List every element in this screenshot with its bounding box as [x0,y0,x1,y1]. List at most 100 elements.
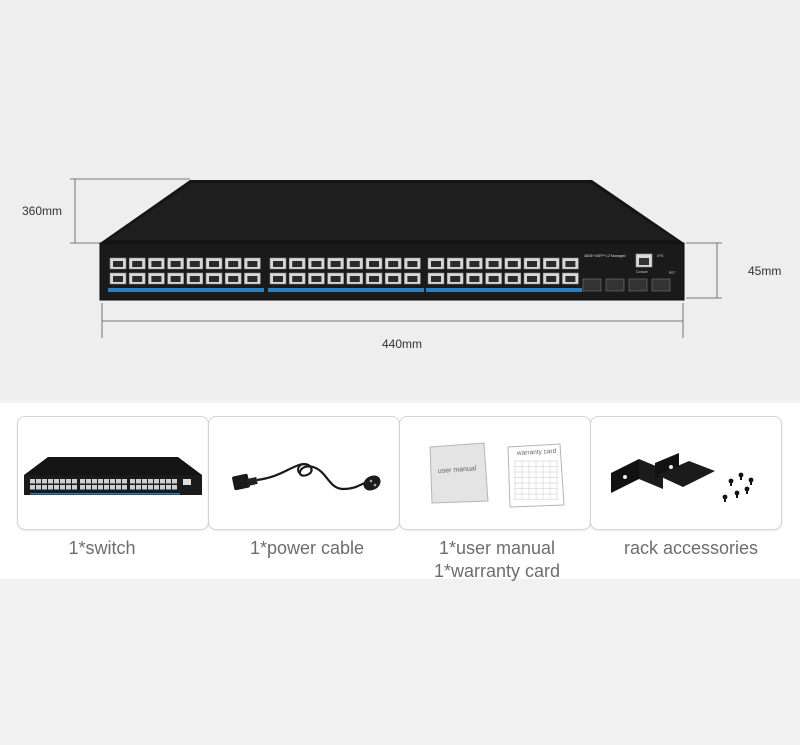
manual-cover-text: user manual [438,465,477,475]
mini-rj45-port [42,485,47,490]
mini-rj45-port [116,485,121,490]
rj45-port-opening [488,276,499,282]
mini-rj45-port [122,479,127,484]
mini-rj45-port [98,485,103,490]
rj45-port-opening [546,261,557,267]
rj45-port-opening [247,276,258,282]
rj45-port-opening [388,261,399,267]
mini-rj45-port [130,479,135,484]
rj45-port-opening [369,276,379,282]
mini-rj45-port [160,485,165,490]
mini-rj45-port [172,485,177,490]
mini-rj45-port [110,479,115,484]
switch-thumbnail [24,457,202,495]
mini-rj45-port [110,485,115,490]
port-group-stripe [268,288,424,292]
mini-rj45-port [130,485,135,490]
mini-rj45-port [60,479,65,484]
panel-rst-label: RST [669,271,675,275]
port-group-stripe [108,288,264,292]
mini-rj45-port [142,479,147,484]
rj45-port-opening [469,276,480,282]
mini-rj45-port [30,485,35,490]
mini-rj45-port [36,479,41,484]
dimension-lines [70,178,722,338]
mini-rj45-port [160,479,165,484]
port-group-stripe [426,288,582,292]
rj45-port-opening [311,276,322,282]
height-dimension-label: 45mm [748,264,782,278]
mini-rj45-port [36,485,41,490]
rj45-port-array [108,257,582,292]
mini-rj45-port [66,479,71,484]
rj45-port-opening [565,261,576,267]
mini-rj45-port [104,485,109,490]
rj45-port-opening [330,261,341,267]
mini-rj45-port [80,479,85,484]
mini-rj45-port [54,479,59,484]
mini-rj45-port [166,479,171,484]
mini-rj45-port [148,485,153,490]
manual-warranty-card: user manual warranty card [399,416,591,530]
mini-rj45-port [66,485,71,490]
rj45-port-opening [527,261,537,267]
power-cable-image [232,463,381,491]
mini-rj45-port [142,485,147,490]
switch-item-card [17,416,209,530]
mini-rj45-port [154,485,159,490]
mini-rj45-port [172,479,177,484]
power-cable-caption: 1*power cable [249,538,365,558]
rj45-port-opening [488,261,499,267]
power-cable-card [208,416,400,530]
mini-rj45-port [92,479,97,484]
rj45-port-opening [113,276,123,282]
rj45-port-opening [565,276,576,282]
rj45-port-opening [469,261,480,267]
rj45-port-opening [450,276,461,282]
mini-rj45-port [60,485,65,490]
mini-rj45-port [48,479,53,484]
mini-rj45-port [72,479,77,484]
mini-rj45-port [86,485,91,490]
mini-rj45-port [148,479,153,484]
rj45-port-opening [273,276,283,282]
mini-rj45-port [86,479,91,484]
mini-rj45-port [72,485,77,490]
mini-rj45-port [154,479,159,484]
user-manual-caption: 1*user manual [438,538,556,558]
rj45-port-opening [450,261,461,267]
rj45-port-opening [228,276,239,282]
lower-background [0,579,800,745]
rj45-port-opening [311,261,322,267]
rj45-port-opening [170,276,181,282]
documents-image: user manual warranty card [429,442,565,508]
rj45-port-opening [388,276,399,282]
rj45-port-opening [170,261,181,267]
rj45-port-opening [407,276,418,282]
switch-front-view: 48GE+4SFP+ L2 Managed Console SYS RST [70,178,722,338]
warranty-cover-text: warranty card [516,448,557,457]
rack-ears-image [611,453,754,502]
rj45-port-opening [228,261,239,267]
mini-rj45-port [98,479,103,484]
rj45-port-opening [407,261,418,267]
rj45-port-opening [247,261,258,267]
rack-accessories-caption: rack accessories [623,538,759,558]
rj45-port-opening [151,276,162,282]
rj45-port-opening [132,276,143,282]
rj45-port-opening [527,276,537,282]
depth-dimension-label: 360mm [22,204,63,218]
rj45-port-opening [369,261,379,267]
rj45-port-opening [507,261,518,267]
mini-rj45-port [30,479,35,484]
panel-console-label: Console [636,270,648,274]
sfp-ports [582,278,671,292]
rj45-port-opening [151,261,162,267]
mini-rj45-port [136,479,141,484]
rj45-port-opening [209,261,219,267]
rj45-port-opening [113,261,123,267]
rj45-port-opening [189,261,200,267]
mini-rj45-port [48,485,53,490]
mini-rj45-port [104,479,109,484]
rj45-port-opening [292,276,303,282]
